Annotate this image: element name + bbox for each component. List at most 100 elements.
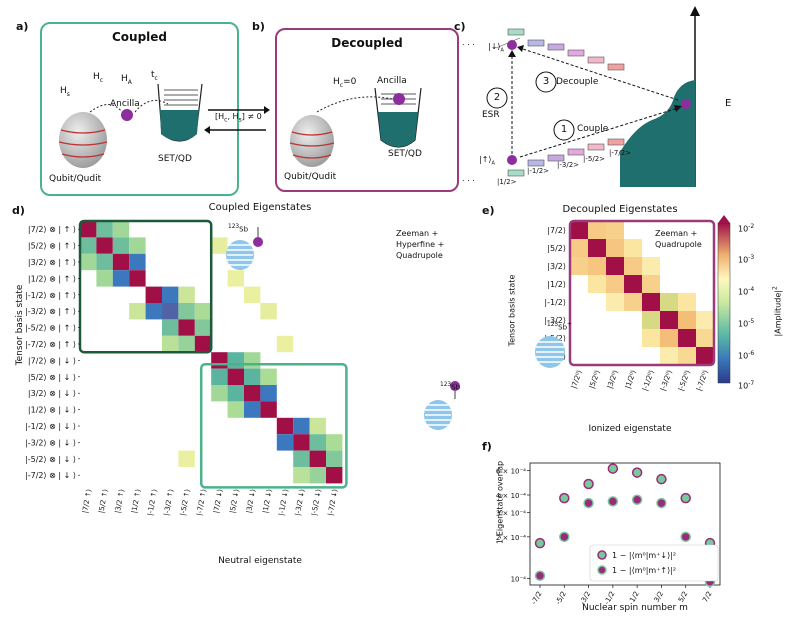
y-tick-label: 4 × 10⁻⁴ (496, 492, 526, 500)
heat-cell (293, 450, 310, 467)
scatter-point (559, 531, 570, 543)
col-label: |-5/2 ↑⟩ (179, 488, 192, 516)
heat-cell (570, 221, 588, 239)
heat-cell (227, 270, 244, 287)
ket-label-2: |-3/2> (557, 161, 580, 169)
row-label: |-3/2⟩ ⊗ | ↓ ⟩ (25, 438, 76, 447)
heat-cell (293, 417, 310, 435)
row-label: |5/2⟩ (547, 244, 566, 253)
heat-cell (178, 335, 195, 353)
row-label: |5/2⟩ ⊗ | ↓ ⟩ (28, 373, 76, 382)
sb-sphere-down-icon (424, 400, 452, 430)
heat-cell (293, 467, 310, 484)
row-label: |7/2⟩ (547, 226, 566, 235)
row-label: |3/2⟩ (547, 262, 566, 271)
energy-label: E (725, 98, 732, 109)
scatter-point (631, 494, 643, 505)
decoupled-heatmap: |7/2⟩|5/2⟩|3/2⟩|1/2⟩|-1/2⟩|-3/2⟩|-5/2⟩|-… (535, 215, 731, 392)
heat-cell (588, 221, 606, 239)
step-1-label: Couple (577, 124, 609, 134)
col-label: |-7/2 ↓⟩ (327, 488, 340, 516)
heat-cell (162, 303, 179, 320)
ket-label-3: |-5/2> (583, 155, 606, 163)
ket-label-1: |-1/2> (527, 167, 550, 175)
legend-line-1: Quadrupole (655, 240, 702, 249)
heat-cell (606, 239, 624, 257)
heat-cell (570, 257, 588, 275)
col-label: |-1/2 ↓⟩ (277, 488, 290, 516)
coupled-title: Coupled (111, 30, 168, 44)
heat-cell (624, 293, 642, 311)
cb-tick-2: 10-4 (738, 286, 755, 297)
heat-cell (678, 293, 696, 311)
heat-cell (309, 450, 326, 467)
heat-cell (194, 319, 212, 336)
heat-cell (660, 347, 678, 365)
set-label-b: SET/QD (388, 149, 422, 159)
heat-cell (112, 270, 130, 287)
coupled-box: Coupled (40, 22, 239, 196)
heat-cell (194, 335, 212, 353)
heat-cell (624, 257, 642, 275)
row-label: |3/2⟩ ⊗ | ↑ ⟩ (28, 258, 76, 267)
transition-arrows (204, 106, 270, 134)
x-tick-label: -1/2 (603, 590, 617, 605)
down-ket-label: |↓⟩A (488, 42, 504, 54)
heat-cell (678, 311, 696, 329)
heat-cell (624, 275, 642, 293)
cb-tick-5: 10-7 (738, 380, 755, 391)
heat-cell (606, 275, 624, 293)
sb-sphere-up-icon (226, 240, 254, 270)
heat-cell (309, 434, 326, 451)
decoupled-title: Decoupled (331, 36, 403, 50)
x-tick-label: -5/2 (554, 590, 568, 605)
scatter-point (607, 463, 619, 474)
sb-ion-sphere-icon (535, 336, 565, 368)
scatter-point (631, 467, 643, 478)
row-label: |1/2⟩ ⊗ | ↑ ⟩ (28, 274, 76, 283)
ha-label: HA (121, 74, 132, 86)
heat-cell (276, 335, 294, 353)
ancilla-label-a: Ancilla (110, 99, 140, 109)
panel-e-xlabel: Ionized eigenstate (588, 424, 672, 434)
heat-cell (145, 286, 162, 303)
heat-cell (588, 257, 606, 275)
coupled-down-block (199, 362, 348, 489)
row-label: |-3/2⟩ ⊗ | ↑ ⟩ (25, 307, 76, 316)
col-label: |1/2 ↓⟩ (261, 488, 273, 514)
energy-band-shape (620, 80, 695, 187)
heat-cell (606, 221, 624, 239)
up-ket-label: |↑⟩A (479, 155, 495, 167)
decoupled-block (568, 219, 716, 367)
heat-cell (244, 368, 261, 385)
col-label: |-7/2⁰⟩ (695, 369, 710, 392)
heat-cell (642, 275, 660, 293)
panel-d-legend: Zeeman + Hyperfine + Quadrupole (396, 228, 444, 261)
heat-cell (642, 257, 660, 275)
heat-cell (112, 221, 130, 238)
heat-cell (244, 385, 261, 402)
ancilla-label-b: Ancilla (377, 76, 407, 86)
heat-cell (96, 270, 113, 287)
electron-up-dot-icon (253, 237, 263, 247)
step-2-circle (486, 87, 508, 109)
heat-cell (244, 401, 261, 418)
y-tick-label: 6 × 10⁻⁴ (496, 468, 526, 476)
scatter-point (534, 537, 546, 549)
step-1-circle (553, 119, 575, 141)
cb-tick-3: 10-5 (738, 318, 755, 329)
scatter-point (583, 497, 594, 509)
x-tick-label: 5/2 (677, 590, 690, 604)
heat-cell (570, 239, 588, 257)
panel-d-xlabel: Neutral eigenstate (218, 556, 302, 566)
col-label: |1/2⁰⟩ (624, 369, 638, 390)
heat-cell (642, 311, 660, 329)
heat-cell (660, 311, 678, 329)
col-label: |3/2 ↑⟩ (114, 488, 126, 514)
colorbar (717, 222, 731, 384)
heat-cell (606, 257, 624, 275)
scatter-point (559, 492, 570, 504)
step-2-label: ESR (482, 110, 500, 120)
heat-cell (80, 237, 97, 254)
panel-d-title: Coupled Eigenstates (208, 202, 312, 213)
